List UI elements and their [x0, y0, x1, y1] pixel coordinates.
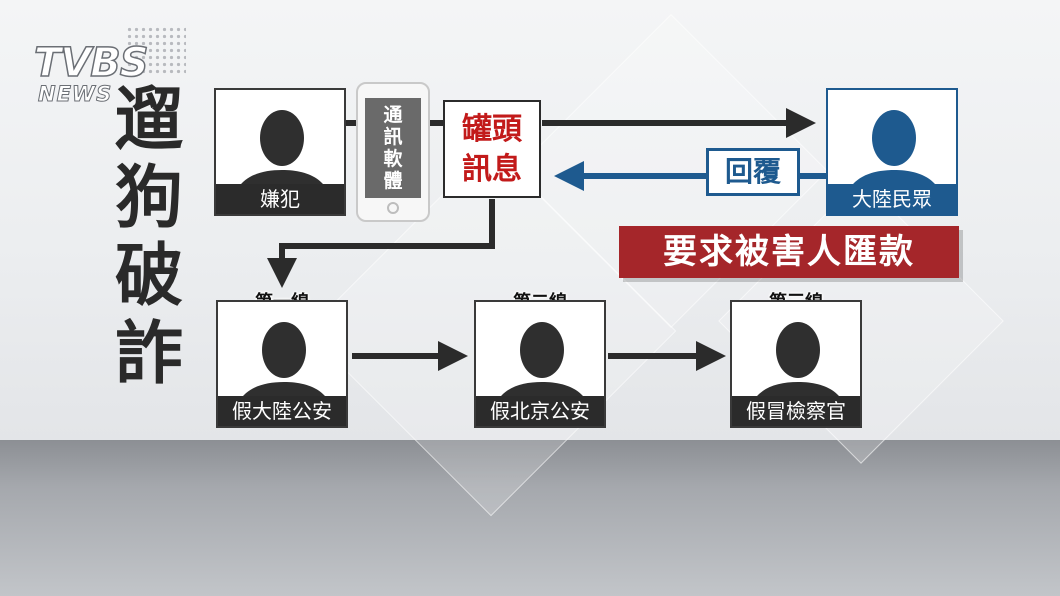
logo-sub-text: NEWS: [37, 82, 113, 107]
phone-char: 體: [383, 170, 403, 192]
background-floor: [0, 440, 1060, 596]
mainland-public-label: 大陸民眾: [828, 184, 956, 214]
title-char: 破: [114, 237, 183, 316]
fake-beijing-police-card: 假北京公安: [474, 300, 606, 428]
person-label: 假北京公安: [476, 396, 604, 426]
logo-dots: [126, 26, 186, 76]
phone-char: 通: [383, 104, 403, 126]
fake-prosecutor-card: 假冒檢察官: [730, 300, 862, 428]
fake-public-security-card: 假大陸公安: [216, 300, 348, 428]
title-char: 狗: [114, 159, 183, 238]
person-label: 假大陸公安: [218, 396, 346, 426]
tvbs-news-logo: TVBS NEWS: [33, 26, 194, 112]
person-label: 假冒檢察官: [732, 396, 860, 426]
demand-banner: 要求被害人匯款: [619, 226, 959, 278]
suspect-label: 嫌犯: [216, 184, 344, 214]
logo-main-text: TVBS: [33, 39, 149, 87]
phone-home-button-icon: [387, 202, 399, 214]
reply-label-box: 回覆: [706, 148, 800, 196]
phone-char: 軟: [383, 148, 403, 170]
mainland-public-card: 大陸民眾: [826, 88, 958, 216]
phone-screen: 通 訊 軟 體: [365, 98, 421, 198]
suspect-card: 嫌犯: [214, 88, 346, 216]
canned-line: 訊息: [462, 152, 522, 187]
canned-message-box: 罐頭 訊息: [443, 100, 541, 198]
messaging-app-phone: 通 訊 軟 體: [356, 82, 430, 222]
canned-line: 罐頭: [462, 112, 522, 147]
phone-char: 訊: [383, 126, 403, 148]
arrow-canned-to-first-line: [267, 199, 495, 288]
title-char: 遛: [114, 81, 183, 160]
headline-title: 遛 狗 破 詐: [104, 82, 194, 394]
title-char: 詐: [114, 315, 183, 394]
